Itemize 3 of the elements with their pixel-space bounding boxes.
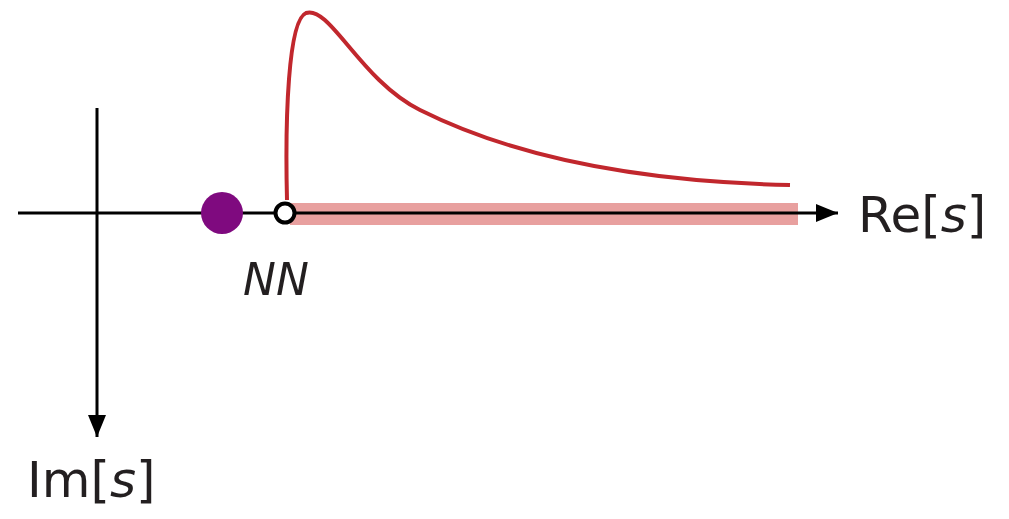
axis-label: Re[s]: [858, 190, 987, 240]
axis-label: Im[s]: [27, 455, 156, 505]
branch-point-label: NN: [243, 258, 309, 302]
